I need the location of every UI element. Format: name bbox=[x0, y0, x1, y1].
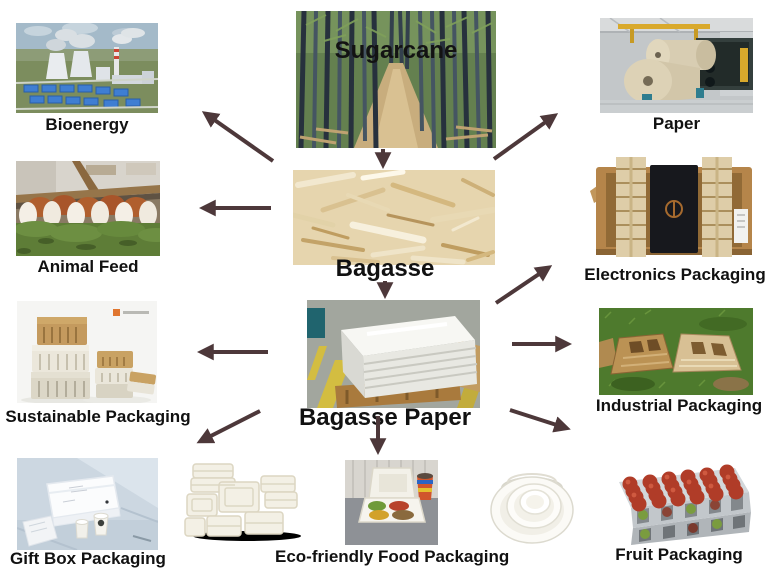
gift-box-packaging-label: Gift Box Packaging bbox=[10, 549, 166, 568]
pulp-boxes-illustration bbox=[17, 301, 157, 403]
arrow-to-electronics-packaging bbox=[494, 265, 553, 305]
arrow-to-bioenergy bbox=[201, 111, 275, 163]
bagasse-title: Bagasse bbox=[335, 255, 435, 282]
bagasse-fiber-illustration bbox=[293, 170, 495, 265]
food-box-photo bbox=[345, 460, 438, 545]
industrial-packaging-label: Industrial Packaging bbox=[595, 396, 763, 415]
animal-feed-photo bbox=[16, 161, 160, 256]
electronics-packaging-photo bbox=[588, 151, 760, 263]
paper-photo bbox=[600, 18, 753, 113]
industrial-packaging-photo bbox=[599, 308, 753, 395]
arrow-to-fruit-packaging bbox=[509, 408, 571, 433]
fruit-packaging-photo bbox=[605, 442, 753, 545]
food-clamshells-photo bbox=[183, 458, 311, 543]
sustainable-packaging-label: Sustainable Packaging bbox=[5, 407, 191, 426]
open-clamshell-meal-illustration bbox=[345, 460, 438, 545]
sugarcane-title: Sugarcane bbox=[334, 37, 458, 64]
electronics-packaging-label: Electronics Packaging bbox=[584, 265, 766, 284]
laptop-pulp-packaging-illustration bbox=[588, 151, 760, 263]
animal-feed-label: Animal Feed bbox=[37, 257, 139, 276]
bagasse-paper-title: Bagasse Paper bbox=[298, 404, 472, 431]
bagasse-photo bbox=[293, 170, 495, 265]
arrow-to-gift-box-packaging bbox=[196, 409, 261, 444]
tomato-tray-illustration bbox=[605, 442, 753, 545]
arrow-to-paper bbox=[492, 113, 559, 161]
sugarcane-field-illustration bbox=[296, 11, 496, 148]
industrial-pulp-tray-illustration bbox=[599, 308, 753, 395]
bioenergy-label: Bioenergy bbox=[45, 115, 129, 134]
round-plates-illustration bbox=[488, 460, 578, 545]
sugarcane-photo: Sugarcane bbox=[296, 11, 496, 148]
gift-box-illustration bbox=[17, 458, 158, 550]
paper-stack-illustration bbox=[307, 300, 480, 408]
bagasse-paper-photo bbox=[307, 300, 480, 408]
clamshell-boxes-illustration bbox=[183, 458, 311, 543]
paper-mill-illustration bbox=[600, 18, 753, 113]
fruit-packaging-label: Fruit Packaging bbox=[615, 545, 743, 564]
power-plant-illustration bbox=[16, 23, 158, 113]
sustainable-packaging-photo bbox=[17, 301, 157, 403]
plates-photo bbox=[488, 460, 578, 545]
paper-label: Paper bbox=[652, 114, 701, 133]
bioenergy-photo bbox=[16, 23, 158, 113]
eco-friendly-food-packaging-label: Eco-friendly Food Packaging bbox=[275, 547, 510, 566]
gift-box-packaging-photo bbox=[17, 458, 158, 550]
cattle-feeding-illustration bbox=[16, 161, 160, 256]
